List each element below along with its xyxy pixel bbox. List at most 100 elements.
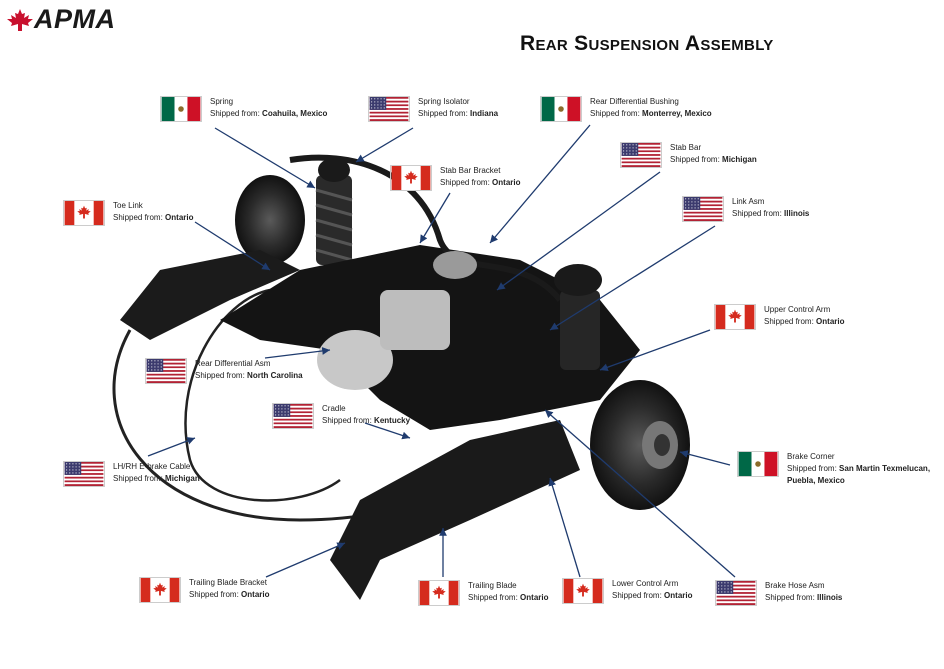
part-origin: Ontario xyxy=(520,593,549,602)
shipped-from-label: Shipped from: xyxy=(764,317,814,326)
part-origin-line: Shipped from: San Martin Texmelucan,Pueb… xyxy=(787,464,931,485)
part-origin-line: Shipped from: Illinois xyxy=(765,592,842,604)
part-origin-line: Shipped from: Ontario xyxy=(468,592,549,604)
mexico-flag-icon xyxy=(737,451,779,477)
shipped-from-label: Shipped from: xyxy=(195,371,245,380)
leader-rear-differential-asm xyxy=(264,347,331,359)
part-name: Lower Control Arm xyxy=(612,579,679,588)
part-origin: Ontario xyxy=(165,213,194,222)
part-origin: San Martin Texmelucan, xyxy=(839,464,931,473)
part-origin: Michigan xyxy=(722,155,757,164)
part-origin: Ontario xyxy=(241,590,270,599)
leader-stab-bar xyxy=(496,171,661,291)
shipped-from-label: Shipped from: xyxy=(418,109,468,118)
apma-logo: APMA xyxy=(6,4,116,35)
shipped-from-label: Shipped from: xyxy=(210,109,260,118)
part-origin: Monterrey, Mexico xyxy=(642,109,712,118)
canada-flag-icon xyxy=(390,165,432,191)
canada-flag-icon xyxy=(139,577,181,603)
leader-toe-link xyxy=(194,221,271,271)
leader-link-asm xyxy=(549,225,716,331)
part-name: Rear Differential Bushing xyxy=(590,97,679,106)
part-origin: Illinois xyxy=(784,209,810,218)
leader-lines xyxy=(147,124,736,578)
part-origin: Ontario xyxy=(492,178,521,187)
shipped-from-label: Shipped from: xyxy=(590,109,640,118)
canada-flag-icon xyxy=(63,200,105,226)
part-origin: Ontario xyxy=(664,591,693,600)
shipped-from-label: Shipped from: xyxy=(113,213,163,222)
part-origin-line: Shipped from: Michigan xyxy=(670,154,757,166)
part-origin: North Carolina xyxy=(247,371,303,380)
part-name: Spring Isolator xyxy=(418,97,470,106)
shipped-from-label: Shipped from: xyxy=(612,591,662,600)
part-name: LH/RH E-brake Cable xyxy=(113,462,191,471)
part-name: Spring xyxy=(210,97,234,106)
leader-upper-control-arm xyxy=(599,329,711,371)
canada-flag-icon xyxy=(562,578,604,604)
usa-flag-icon xyxy=(715,580,757,606)
part-origin: Illinois xyxy=(817,593,843,602)
usa-flag-icon xyxy=(682,196,724,222)
mexico-flag-icon xyxy=(540,96,582,122)
shipped-from-label: Shipped from: xyxy=(440,178,490,187)
usa-flag-icon xyxy=(620,142,662,168)
part-origin-line: Shipped from: Ontario xyxy=(440,177,521,189)
leader-ebrake-cable xyxy=(147,437,196,457)
part-name: Brake Hose Asm xyxy=(765,581,825,590)
part-name: Cradle xyxy=(322,404,346,413)
leader-brake-corner xyxy=(679,450,731,466)
part-name: Link Asm xyxy=(732,197,765,206)
shipped-from-label: Shipped from: xyxy=(468,593,518,602)
shipped-from-label: Shipped from: xyxy=(113,474,163,483)
part-origin: Ontario xyxy=(816,317,845,326)
part-name: Toe Link xyxy=(113,201,143,210)
part-origin: Indiana xyxy=(470,109,499,118)
shipped-from-label: Shipped from: xyxy=(670,155,720,164)
leader-cradle xyxy=(364,422,411,440)
part-name: Trailing Blade xyxy=(468,581,517,590)
shipped-from-label: Shipped from: xyxy=(322,416,372,425)
page-title: Rear Suspension Assembly xyxy=(520,32,774,55)
part-origin-line: Shipped from: Ontario xyxy=(113,212,194,224)
part-name: Upper Control Arm xyxy=(764,305,831,314)
leader-rear-differential-bushing xyxy=(489,124,591,244)
part-origin: Kentucky xyxy=(374,416,411,425)
usa-flag-icon xyxy=(368,96,410,122)
brand-name: APMA xyxy=(34,4,116,34)
part-name: Brake Corner xyxy=(787,452,835,461)
leader-spring-isolator xyxy=(355,127,414,163)
part-name: Stab Bar Bracket xyxy=(440,166,501,175)
shipped-from-label: Shipped from: xyxy=(732,209,782,218)
part-origin-line: Shipped from: Coahuila, Mexico xyxy=(210,108,327,120)
usa-flag-icon xyxy=(145,358,187,384)
